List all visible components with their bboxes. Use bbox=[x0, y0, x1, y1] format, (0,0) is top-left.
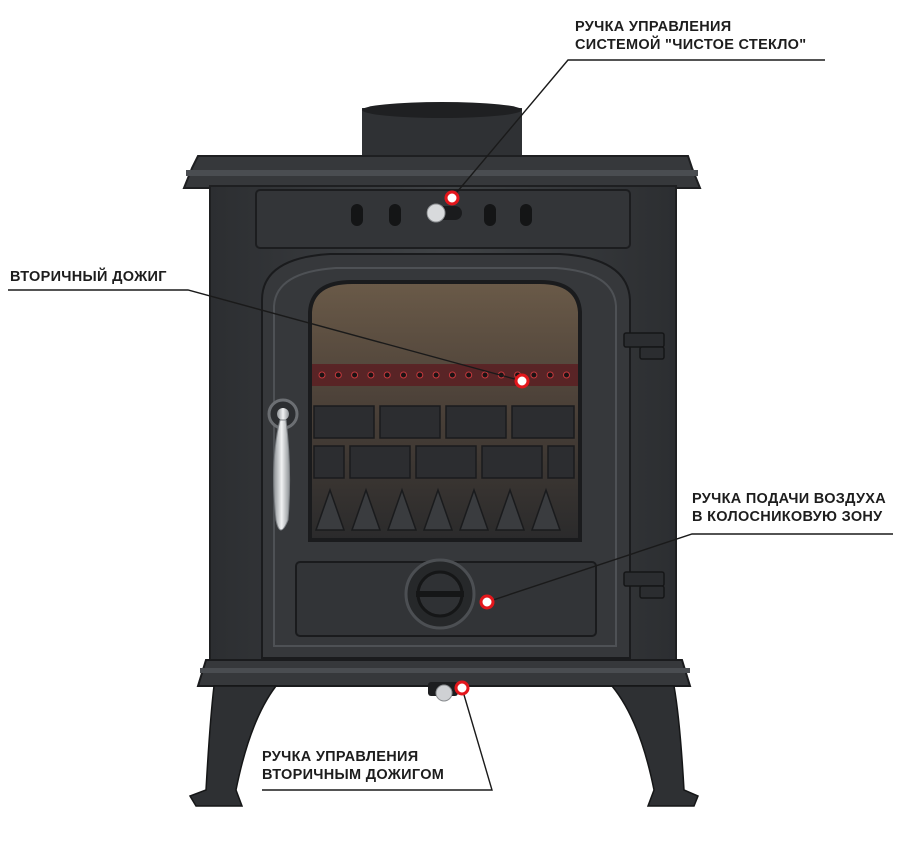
callout-markers bbox=[444, 190, 530, 696]
marker-air-supply bbox=[479, 594, 495, 610]
door-handle[interactable] bbox=[267, 398, 299, 531]
firebricks bbox=[313, 405, 575, 479]
burn-hole bbox=[481, 371, 489, 379]
vent-slots bbox=[351, 204, 532, 226]
burn-hole bbox=[416, 371, 424, 379]
callout-secondary-control-line2: ВТОРИЧНЫМ ДОЖИГОМ bbox=[262, 767, 445, 783]
burn-hole bbox=[400, 371, 407, 379]
stove-base bbox=[196, 659, 692, 702]
burn-hole bbox=[563, 371, 570, 379]
stove-legs bbox=[188, 685, 699, 807]
callout-clean-glass-line1: РУЧКА УПРАВЛЕНИЯ bbox=[575, 19, 732, 35]
burn-hole bbox=[530, 371, 538, 379]
clean-glass-knob[interactable] bbox=[426, 203, 462, 223]
door-hinges bbox=[623, 332, 665, 599]
marker-secondary-control bbox=[454, 680, 470, 696]
callout-clean-glass-line2: СИСТЕМОЙ "ЧИСТОЕ СТЕКЛО" bbox=[575, 37, 807, 53]
callout-secondary-control: РУЧКА УПРАВЛЕНИЯ ВТОРИЧНЫМ ДОЖИГОМ bbox=[262, 748, 444, 784]
callout-clean-glass: РУЧКА УПРАВЛЕНИЯ СИСТЕМОЙ "ЧИСТОЕ СТЕКЛО… bbox=[575, 18, 806, 54]
callout-secondary-burn: ВТОРИЧНЫЙ ДОЖИГ bbox=[10, 268, 167, 286]
top-plate bbox=[182, 155, 702, 189]
burn-hole bbox=[546, 371, 554, 379]
burn-hole bbox=[383, 371, 391, 379]
secondary-burn-row bbox=[312, 364, 578, 386]
burn-hole bbox=[351, 371, 359, 379]
burn-hole bbox=[334, 371, 342, 379]
callout-air-supply-line1: РУЧКА ПОДАЧИ ВОЗДУХА bbox=[692, 491, 887, 507]
marker-clean-glass bbox=[444, 190, 460, 206]
stove-door[interactable] bbox=[261, 253, 631, 659]
burn-hole bbox=[465, 371, 473, 379]
callout-secondary-control-line1: РУЧКА УПРАВЛЕНИЯ bbox=[262, 749, 419, 765]
marker-secondary-burn bbox=[514, 373, 530, 389]
secondary-burn-holes bbox=[318, 371, 570, 379]
grate bbox=[314, 487, 562, 531]
burn-hole bbox=[367, 371, 375, 379]
air-supply-knob[interactable] bbox=[404, 558, 476, 630]
burn-hole bbox=[448, 371, 456, 379]
callout-air-supply: РУЧКА ПОДАЧИ ВОЗДУХА В КОЛОСНИКОВУЮ ЗОНУ bbox=[692, 490, 886, 526]
flue-collar bbox=[362, 102, 522, 158]
leader-lines bbox=[8, 59, 893, 791]
secondary-burn-lever[interactable] bbox=[428, 682, 458, 702]
callout-air-supply-line2: В КОЛОСНИКОВУЮ ЗОНУ bbox=[692, 509, 883, 525]
burn-hole bbox=[432, 371, 440, 379]
callout-secondary-burn-line1: ВТОРИЧНЫЙ ДОЖИГ bbox=[10, 269, 167, 285]
burn-hole bbox=[318, 371, 326, 379]
